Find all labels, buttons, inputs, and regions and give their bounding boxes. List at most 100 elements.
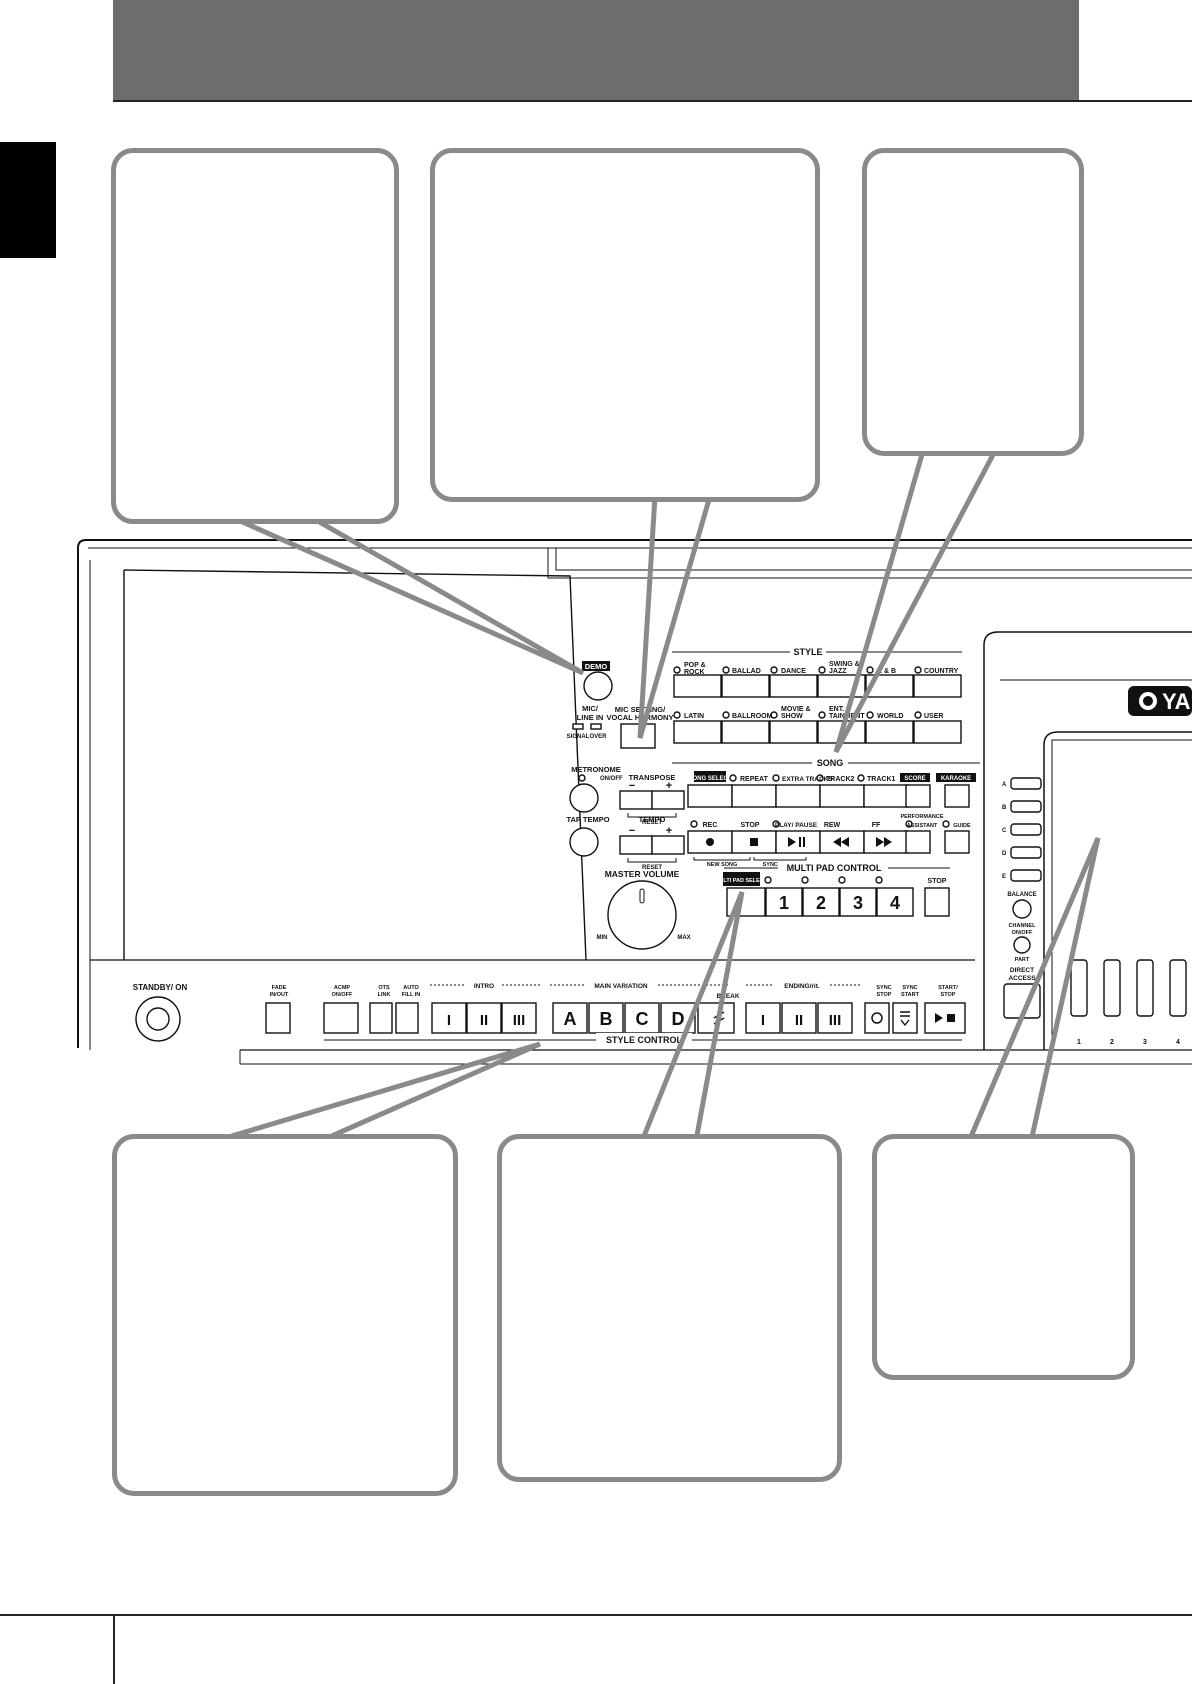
- song-score-button[interactable]: [905, 784, 931, 808]
- main-a-button[interactable]: [552, 1002, 588, 1034]
- tempo-reset-bracket: [627, 858, 677, 863]
- channel-label-2: ON/OFF: [1012, 930, 1033, 936]
- callout-box-song: [862, 148, 1084, 456]
- ending-3-button[interactable]: [817, 1002, 853, 1034]
- direct-access-label-2: ACCESS: [1008, 975, 1036, 982]
- master-volume-knob[interactable]: [607, 880, 677, 950]
- multipad-stop-button[interactable]: [924, 887, 950, 917]
- song-repeat-button[interactable]: [731, 784, 777, 808]
- main-c-button[interactable]: [624, 1002, 660, 1034]
- ending-2-button[interactable]: [781, 1002, 817, 1034]
- style-latin[interactable]: [673, 720, 722, 744]
- signal-lamp: [572, 723, 584, 730]
- style-label-world: WORLD: [877, 713, 903, 720]
- side-button-a[interactable]: [1010, 777, 1042, 790]
- ending-1-label: I: [761, 1012, 765, 1029]
- song-extra-tracks-button[interactable]: [775, 784, 821, 808]
- pad-2-button[interactable]: [802, 887, 840, 917]
- balance-button[interactable]: [1012, 899, 1032, 919]
- song-play-pause-label: PLAY/ PAUSE: [775, 822, 818, 829]
- style-label-latin: LATIN: [684, 713, 704, 720]
- callout-box-demo: [111, 148, 399, 524]
- style-movie-show[interactable]: [769, 720, 818, 744]
- pad-1-button[interactable]: [765, 887, 803, 917]
- auto-fill-button[interactable]: [395, 1002, 419, 1034]
- main-a-label: A: [564, 1009, 577, 1029]
- header-rule: [113, 100, 1192, 102]
- pad-4-button[interactable]: [876, 887, 914, 917]
- song-track1-button[interactable]: [863, 784, 909, 808]
- side-button-c[interactable]: [1010, 823, 1042, 836]
- guide-button[interactable]: [944, 830, 970, 854]
- volume-min: MIN: [597, 935, 608, 941]
- dial-number-4: 4: [1176, 1039, 1180, 1046]
- style-ballroom[interactable]: [721, 720, 770, 744]
- dial-button-4[interactable]: [1169, 959, 1187, 1017]
- volume-max: MAX: [677, 935, 690, 941]
- transpose-reset-bracket: [627, 813, 677, 818]
- song-select-button[interactable]: [687, 784, 733, 808]
- ending-1-button[interactable]: [745, 1002, 781, 1034]
- new-song-bracket: [693, 857, 751, 861]
- transpose-plus-button[interactable]: [651, 790, 685, 810]
- intro-label: INTRO: [474, 983, 494, 990]
- tempo-minus-button[interactable]: [619, 835, 653, 855]
- intro-3-button[interactable]: [501, 1002, 537, 1034]
- side-button-e-label: E: [1002, 874, 1006, 880]
- side-button-e[interactable]: [1010, 869, 1042, 882]
- demo-button[interactable]: [583, 671, 613, 701]
- channel-on-off-button[interactable]: [1013, 936, 1031, 954]
- style-section-title: STYLE: [793, 647, 822, 657]
- sync-stop-label: SYNC: [876, 985, 891, 991]
- ending-label: ENDING/rit.: [784, 983, 820, 990]
- style-dance[interactable]: [769, 674, 818, 698]
- acmp-button[interactable]: [323, 1002, 359, 1034]
- song-karaoke-button[interactable]: [944, 784, 970, 808]
- callout-pointers: [182, 448, 1101, 1153]
- display-dial-buttons: [1070, 959, 1187, 1017]
- sync-stop-button[interactable]: [864, 1002, 890, 1034]
- song-play-pause-button[interactable]: [775, 830, 821, 854]
- chapter-tab: [0, 142, 56, 258]
- intro-2-button[interactable]: [466, 1002, 502, 1034]
- fade-button[interactable]: [265, 1002, 291, 1034]
- style-user[interactable]: [913, 720, 962, 744]
- side-button-d[interactable]: [1010, 846, 1042, 859]
- start-stop-label-2: STOP: [941, 992, 956, 998]
- style-pop-rock[interactable]: [673, 674, 722, 698]
- dial-button-1[interactable]: [1070, 959, 1088, 1017]
- style-r-and-b[interactable]: [865, 674, 914, 698]
- sync-start-label-2: START: [901, 992, 920, 998]
- auto-fill-label: AUTO: [403, 985, 419, 991]
- tap-tempo-button[interactable]: [569, 827, 599, 857]
- tempo-plus-button[interactable]: [651, 835, 685, 855]
- auto-fill-label-2: FILL IN: [402, 992, 421, 998]
- callout-box-display: [872, 1134, 1135, 1380]
- performance-assistant-button[interactable]: [905, 830, 931, 854]
- ots-link-button[interactable]: [369, 1002, 393, 1034]
- ending-2-label: II: [795, 1012, 803, 1029]
- dial-number-2: 2: [1110, 1039, 1114, 1046]
- style-country[interactable]: [913, 674, 962, 698]
- side-button-b[interactable]: [1010, 800, 1042, 813]
- metronome-button[interactable]: [569, 783, 599, 813]
- song-section-title: SONG: [817, 758, 844, 768]
- style-label-pop: POP &: [684, 662, 706, 669]
- pad-4-label: 4: [890, 893, 900, 913]
- intro-1-button[interactable]: [431, 1002, 467, 1034]
- score-label: SCORE: [904, 776, 925, 782]
- ending-3-label: III: [829, 1012, 842, 1029]
- song-track2-label: TRACK2: [826, 776, 854, 783]
- dial-button-2[interactable]: [1103, 959, 1121, 1017]
- transpose-minus-button[interactable]: [619, 790, 653, 810]
- style-label-user: USER: [924, 713, 943, 720]
- song-track2-button[interactable]: [819, 784, 865, 808]
- pad-3-button[interactable]: [839, 887, 877, 917]
- style-world[interactable]: [865, 720, 914, 744]
- sync-start-button[interactable]: [892, 1002, 918, 1034]
- style-ballad[interactable]: [721, 674, 770, 698]
- tempo-minus: −: [629, 825, 635, 837]
- start-stop-button[interactable]: [924, 1002, 966, 1034]
- dial-button-3[interactable]: [1136, 959, 1154, 1017]
